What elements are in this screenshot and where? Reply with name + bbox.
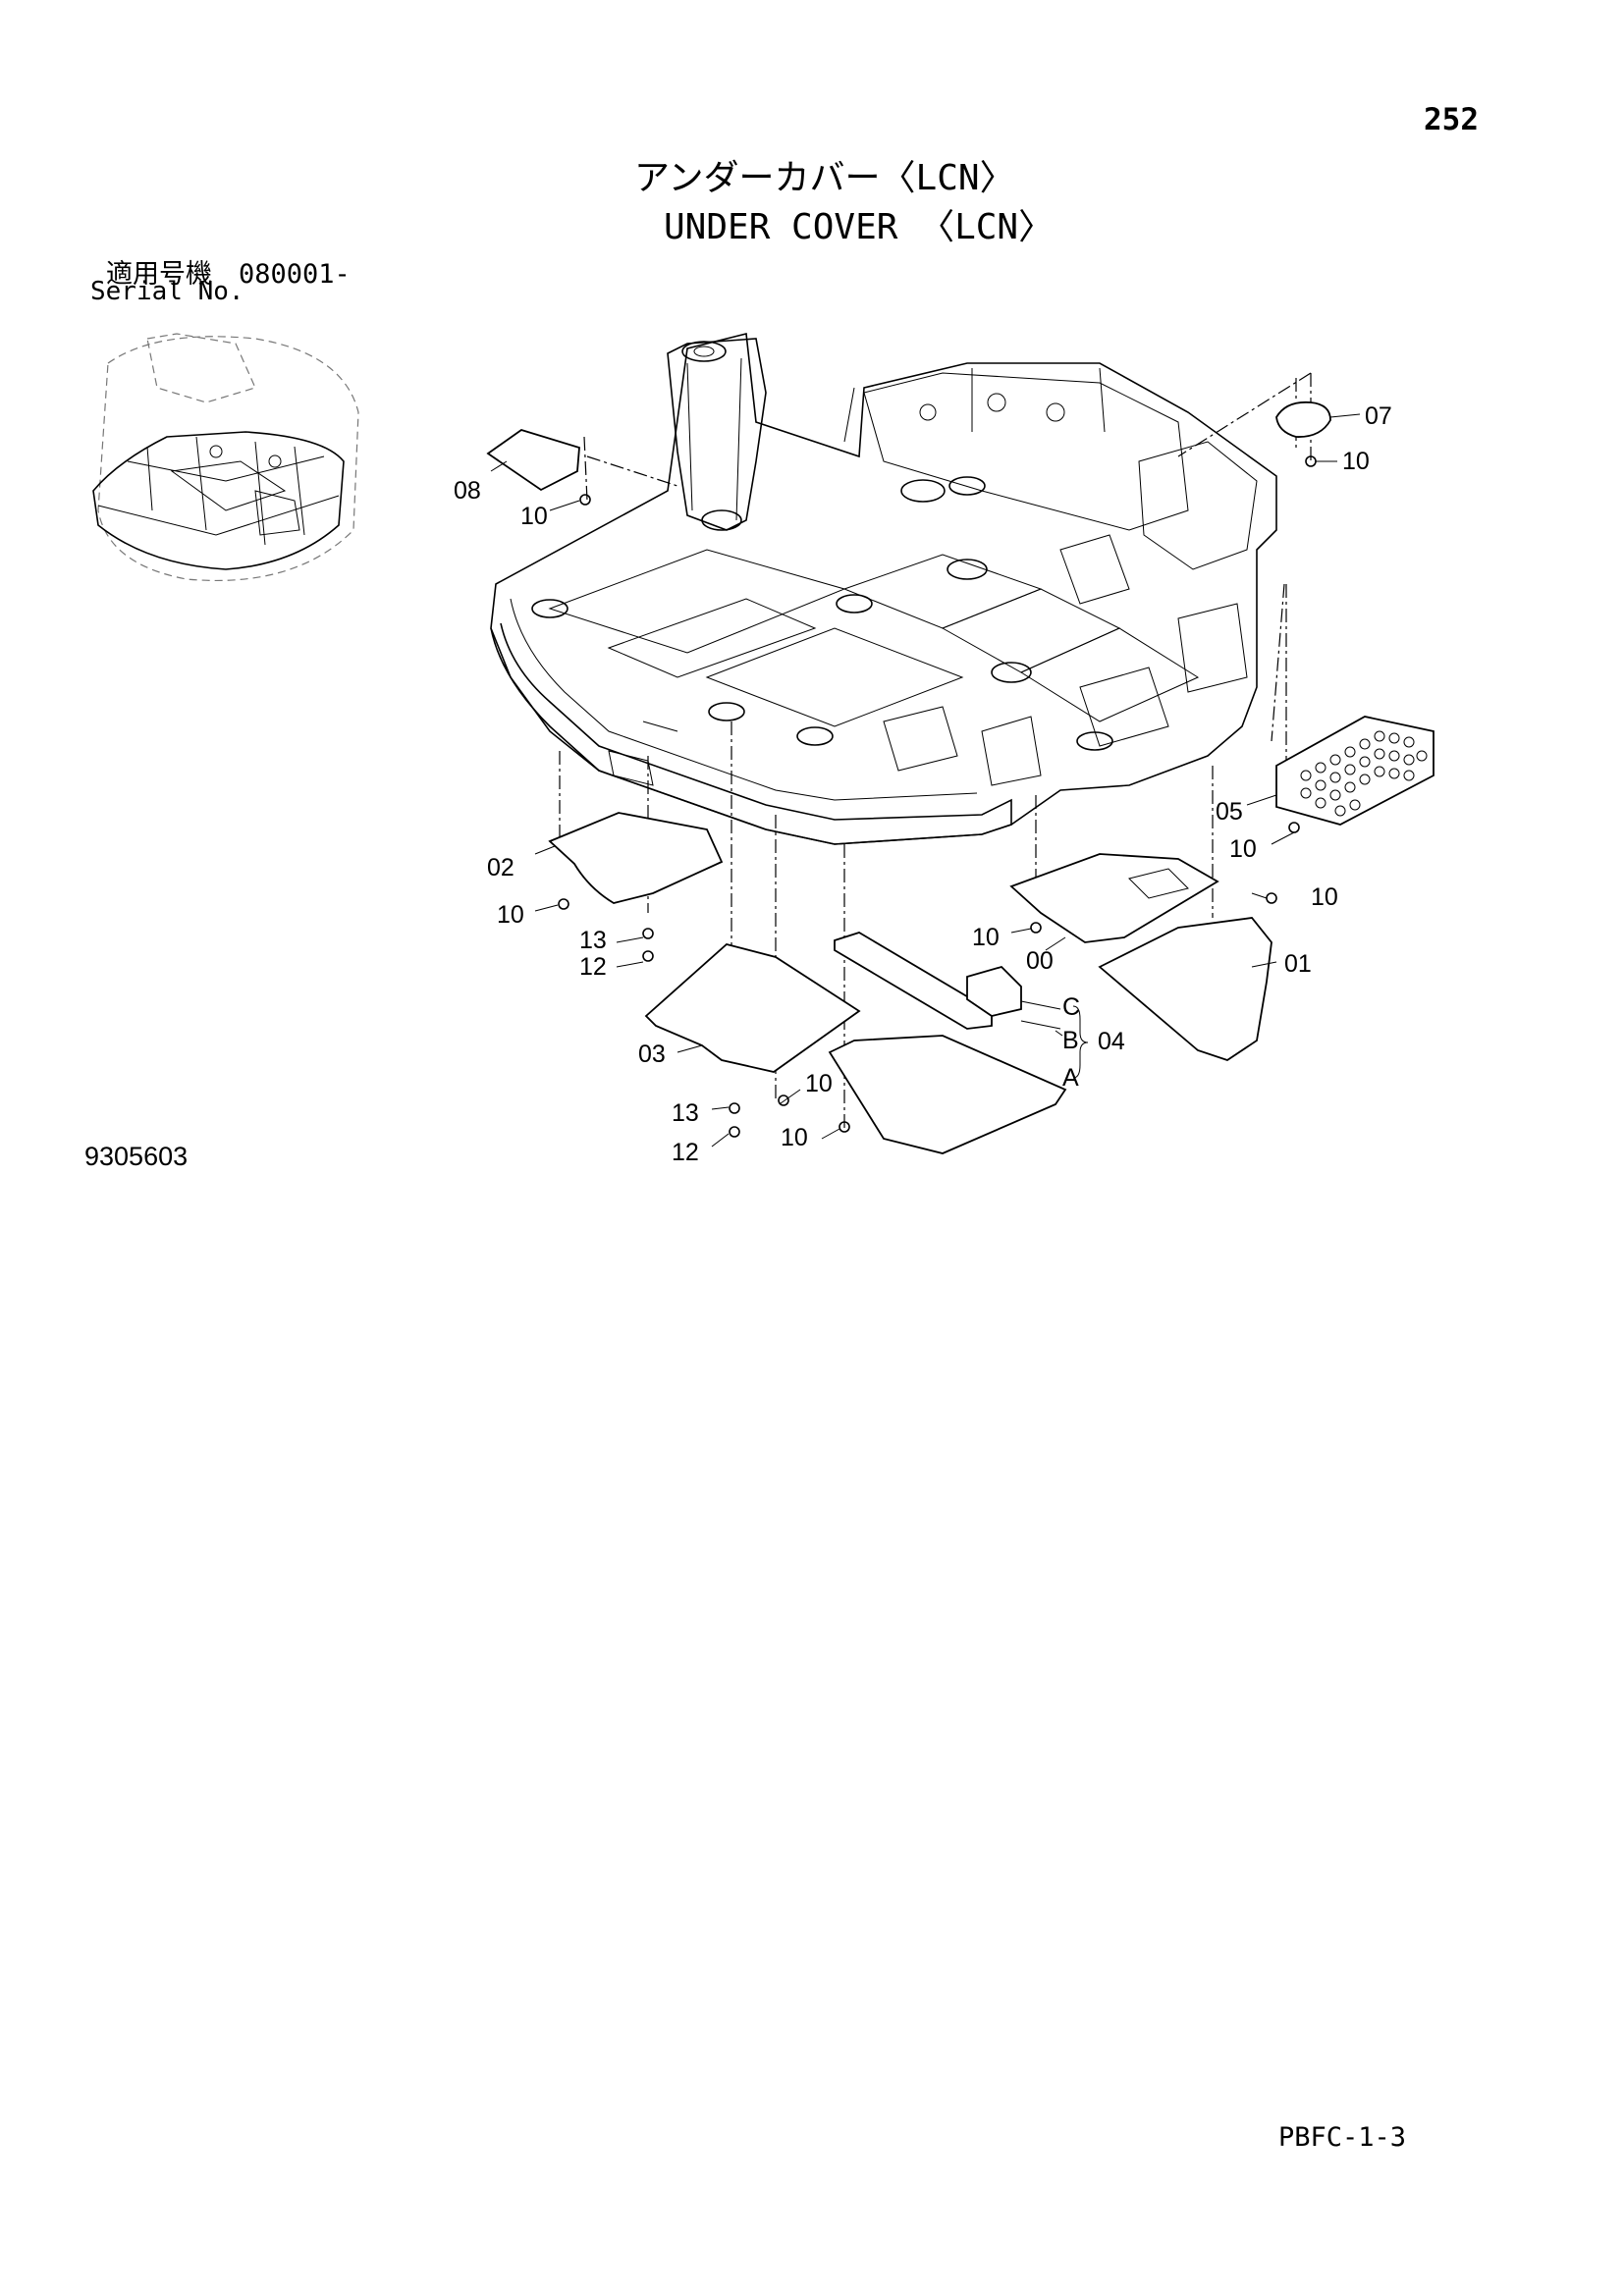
callout-13: 13 [579,927,607,954]
callout-08: 08 [454,477,481,505]
callout-03: 03 [638,1041,666,1068]
callout-10: 10 [1311,883,1338,911]
callout-13: 13 [672,1099,699,1127]
callout-leaders [490,413,1361,1148]
callout-A: A [1062,1064,1079,1092]
part-02-cover [548,812,724,962]
part-07-cover [1275,400,1331,467]
callout-10: 10 [972,924,1000,951]
page-code: PBFC-1-3 [1278,2122,1407,2153]
title-english: UNDER COVER 〈LCN〉 [664,207,1055,247]
figure-number: 9305603 [84,1142,189,1171]
part-03-cover [644,943,861,1138]
title-japanese: アンダーカバー〈LCN〉 [634,158,1015,198]
callout-10: 10 [805,1070,833,1097]
callout-01: 01 [1284,950,1312,978]
callout-labels: 07 10 08 10 05 10 02 10 13 12 10 00 10 0… [454,402,1392,1166]
serial-range-japanese: 適用号機 080001- [106,259,351,290]
callout-02: 02 [487,854,514,881]
part-00-cover [1009,853,1219,943]
callout-05: 05 [1216,798,1243,826]
callout-10: 10 [1342,448,1370,475]
callout-07: 07 [1365,402,1392,430]
callout-10: 10 [497,901,524,929]
callout-B: B [1062,1027,1079,1054]
machine-thumbnail [92,333,359,582]
callout-12: 12 [672,1139,699,1166]
callout-00: 00 [1026,947,1054,975]
serial-range-english: Serial No. [90,277,244,306]
callout-10: 10 [781,1124,808,1151]
callout-04: 04 [1098,1028,1125,1055]
callout-C: C [1062,993,1080,1021]
part-08-cover [486,429,591,506]
callout-12: 12 [579,953,607,981]
callout-10: 10 [1229,835,1257,863]
page-number: 252 [1424,102,1479,137]
callout-10: 10 [520,503,548,530]
part-04-assembly [828,932,1067,1154]
part-05-perforated-cover [1275,716,1435,833]
upper-frame [490,333,1277,845]
